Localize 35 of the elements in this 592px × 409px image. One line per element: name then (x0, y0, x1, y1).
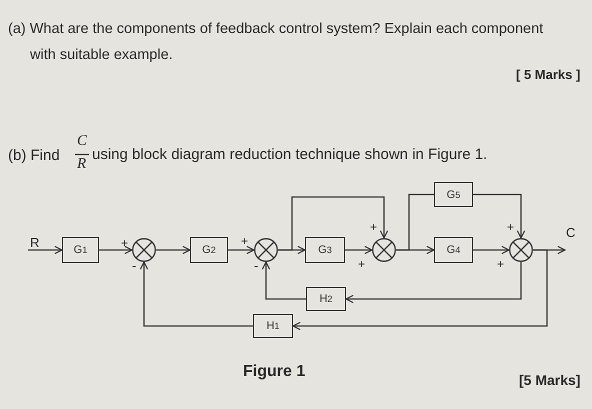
summing-junction (254, 238, 278, 262)
sign-label: + (370, 221, 378, 233)
fraction-numerator: C (77, 133, 88, 150)
arrow (345, 246, 373, 254)
summing-junction (372, 238, 396, 262)
arrow (292, 249, 548, 330)
sign-label: + (497, 258, 504, 270)
arrow (262, 261, 306, 300)
connector-line (396, 194, 434, 251)
arrow (228, 246, 255, 254)
fraction-denominator: R (77, 156, 86, 174)
marks-label: [5 Marks] (519, 372, 580, 388)
question-text: (b) Find (8, 147, 60, 164)
arrow (156, 246, 191, 254)
arrow (140, 261, 253, 327)
summing-junction (132, 238, 156, 262)
question-text: using block diagram reduction technique shown in Figure 1. (92, 146, 488, 164)
question-text: (a) What are the components of feedback control system? Explain each component with suitable example. (8, 20, 544, 65)
arrow (345, 262, 522, 304)
arrow (473, 246, 510, 254)
sign-label: + (241, 235, 248, 247)
sign-label: - (132, 259, 136, 272)
summing-junction (509, 238, 533, 262)
sign-label: + (121, 237, 128, 249)
arrow (278, 196, 388, 251)
figure-caption: Figure 1 (243, 363, 306, 382)
signal-label: R (30, 236, 40, 249)
sign-label: - (254, 259, 258, 272)
sign-label: + (507, 221, 514, 233)
signal-label: C (566, 226, 576, 239)
arrow (28, 246, 63, 254)
sign-label: + (358, 258, 366, 270)
arrow (473, 194, 526, 239)
arrow (99, 246, 133, 254)
marks-label: [ 5 Marks ] (516, 68, 580, 83)
